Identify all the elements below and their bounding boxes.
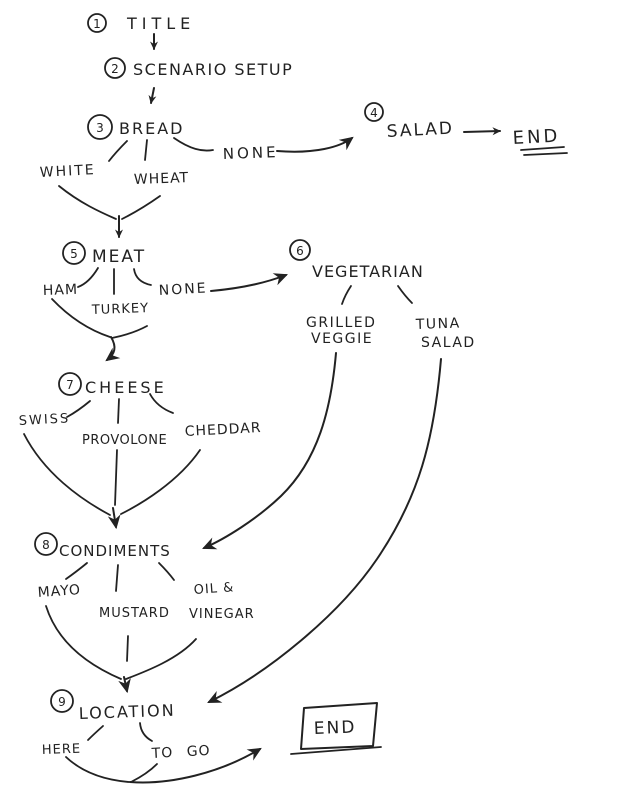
option-oil-vinegar-line1: OIL & [193,580,235,598]
node-cheese-label: CHEESE [85,378,167,397]
edge-condiments-to-oil [158,562,175,581]
edge-merge-to-cheese [105,336,121,362]
edge-mustard-merge [126,635,129,662]
option-white-label: WHITE [39,162,96,181]
edge-condiments-to-mustard [115,564,119,592]
edge-wheat-merge [121,195,161,220]
edge-here-merge [65,756,130,783]
edge-meat-to-ham [77,267,99,288]
edge-white-merge [58,185,117,220]
step-number-6: 6 [296,244,304,258]
edge-swiss-merge [23,433,111,516]
option-cheddar-label: CHEDDAR [184,420,262,440]
edge-tuna-to-location [207,358,442,703]
edge-none-to-vegetarian [210,273,288,292]
edge-condiments-to-mayo [65,562,88,580]
edge-veg-to-tuna [397,285,413,304]
step-number-1: 1 [93,17,101,31]
step-circle-2 [104,57,126,79]
node-scenario-setup-label: SCENARIO SETUP [133,60,293,79]
end-box-underline [290,746,382,755]
option-meat-none-label: NONE [158,280,208,299]
node-meat-label: MEAT [92,247,146,267]
end-underline-2 [523,152,568,156]
step-number-4: 4 [370,106,378,120]
edge-provolone-merge [114,449,118,506]
edge-salad-to-end [463,127,501,136]
step-circle-7 [58,372,82,396]
node-location-label: LOCATION [78,701,175,723]
step-circle-1 [87,13,107,33]
edge-cheese-to-swiss [66,400,91,418]
option-wheat-label: WHEAT [134,170,190,188]
edge-grilled-to-condiments [202,352,337,550]
edge-location-to-togo [139,722,153,742]
option-mayo-label: MAYO [37,582,81,601]
step-number-3: 3 [96,121,104,135]
node-condiments-label: CONDIMENTS [59,542,171,560]
option-to-go-label: TO GO [150,743,211,762]
edge-togo-merge [130,763,158,783]
option-grilled-veggie-line2: VEGGIE [311,331,373,347]
step-circle-3 [87,114,113,140]
node-title-label: TITLE [126,14,195,33]
edge-location-to-here [87,725,104,741]
step-circle-8 [34,532,58,556]
option-swiss-label: SWISS [18,411,70,429]
node-vegetarian-label: VEGETARIAN [312,262,424,281]
step-number-7: 7 [66,378,74,392]
edge-veg-to-grilled [341,285,352,305]
option-tuna-salad-line1: TUNA [415,315,461,333]
terminator-end-after-salad: END [512,126,561,149]
option-provolone-label: PROVOLONE [82,433,167,448]
step-number-5: 5 [70,247,78,261]
edge-ham-merge [51,298,111,338]
edge-cheese-to-provolone [117,398,120,424]
edge-bread-to-none [173,137,214,152]
end-box [300,702,378,750]
option-grilled-veggie-line1: GRILLED [306,315,376,331]
terminator-end-final: END [313,718,356,739]
edge-bread-to-wheat [144,139,148,161]
step-circle-4 [364,102,384,122]
edge-oil-merge [125,638,197,680]
step-number-2: 2 [111,62,119,76]
option-ham-label: HAM [43,282,79,299]
option-tuna-salad-line2: SALAD [421,335,476,351]
step-circle-9 [50,689,74,713]
step-circle-6 [289,239,311,261]
edge-bread-to-white [108,140,128,162]
option-oil-vinegar-line2: VINEGAR [189,607,255,622]
node-salad-label: SALAD [386,118,454,141]
option-here-label: HERE [42,742,82,758]
edge-meat-to-none [133,268,152,286]
edge-setup-to-bread [148,87,157,104]
edge-cheddar-merge [120,449,201,515]
option-turkey-label: TURKEY [91,301,150,318]
step-number-8: 8 [42,538,50,552]
step-circle-5 [62,241,86,265]
edge-merge-to-end-box [129,747,262,784]
edge-cheese-to-cheddar [149,393,174,414]
edge-mayo-merge [45,605,122,680]
option-mustard-label: MUSTARD [99,606,170,621]
node-bread-label: BREAD [119,119,184,138]
option-bread-none-label: NONE [223,143,279,163]
edge-turkey-merge [111,325,148,339]
edge-merge-to-condiments [107,507,121,530]
edge-merge-to-location [118,676,131,694]
edge-none-to-salad [276,136,354,153]
step-number-9: 9 [58,695,66,709]
end-underline-1 [520,146,565,151]
